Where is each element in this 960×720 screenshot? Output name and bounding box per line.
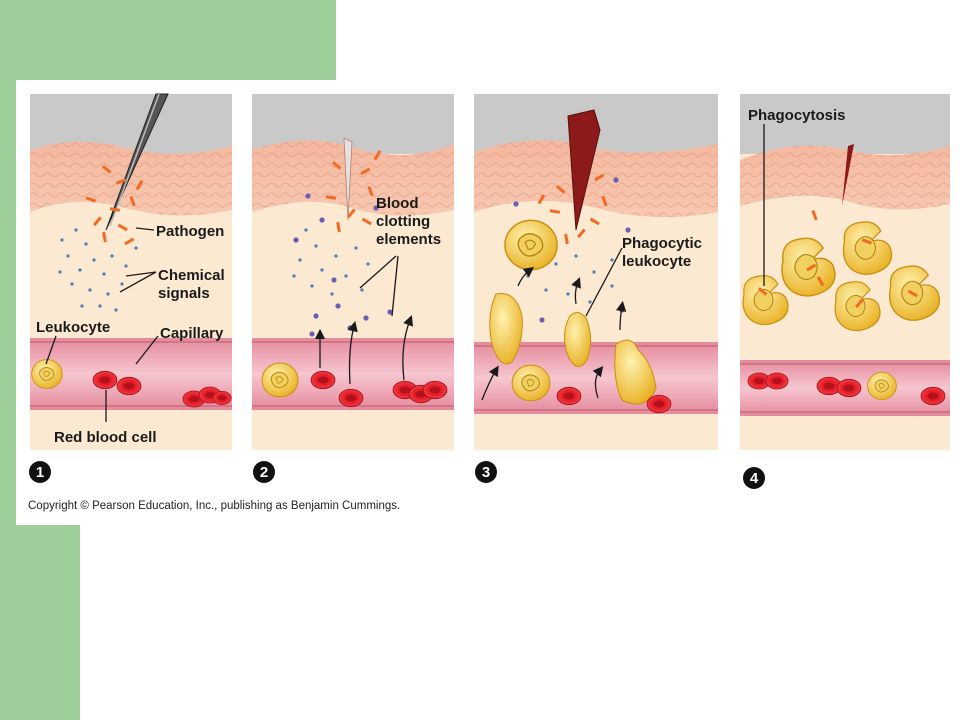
label-capillary: Capillary [160, 325, 224, 342]
leukocyte-cell [31, 359, 63, 389]
leukocyte-cell-2 [261, 362, 299, 398]
pathogen-cluster-1 [85, 165, 144, 246]
svg-text:3: 3 [482, 464, 490, 481]
panel-4: Phagocytosis [740, 94, 950, 450]
label-phagocytosis: Phagocytosis [748, 107, 846, 124]
chemical-signals-2 [292, 228, 370, 296]
inflammation-diagram: Pathogen Chemical signals Leukocyte Capi… [29, 93, 950, 489]
label-blood: Blood [376, 195, 419, 212]
clotting-elements [293, 193, 393, 337]
svg-text:1: 1 [36, 464, 44, 481]
svg-text:2: 2 [260, 464, 268, 481]
label-clotting: clotting [376, 213, 430, 230]
inflammatory-response-figure: Pathogen Chemical signals Leukocyte Capi… [16, 80, 960, 525]
phagocytic-leukocyte-tissue [504, 219, 558, 271]
step-number-4: 4 [743, 467, 765, 489]
pathogen-cluster-3 [537, 173, 608, 245]
panel-1: Pathogen Chemical signals Leukocyte Capi… [30, 93, 232, 450]
engulfed-pathogens [757, 209, 918, 309]
label-red-blood-cell: Red blood cell [54, 429, 157, 446]
label-elements: elements [376, 231, 441, 248]
chemical-signals-1 [58, 228, 138, 312]
panel-2: Blood clotting elements [252, 94, 454, 450]
step-number-2: 2 [253, 461, 275, 483]
label-leukocyte: Leukocyte [36, 319, 110, 336]
label-phagocytic-leukocyte: leukocyte [622, 253, 691, 270]
label-chemical-line2: signals [158, 285, 210, 302]
copyright-notice: Copyright © Pearson Education, Inc., pub… [28, 500, 401, 512]
label-pathogen: Pathogen [156, 223, 224, 240]
pathogen-cluster-2 [325, 150, 382, 233]
step-number-3: 3 [475, 461, 497, 483]
panel-3: Phagocytic leukocyte [474, 94, 718, 450]
step-number-1: 1 [29, 461, 51, 483]
label-phagocytic: Phagocytic [622, 235, 702, 252]
svg-text:4: 4 [750, 470, 759, 487]
label-chemical-line1: Chemical [158, 267, 225, 284]
